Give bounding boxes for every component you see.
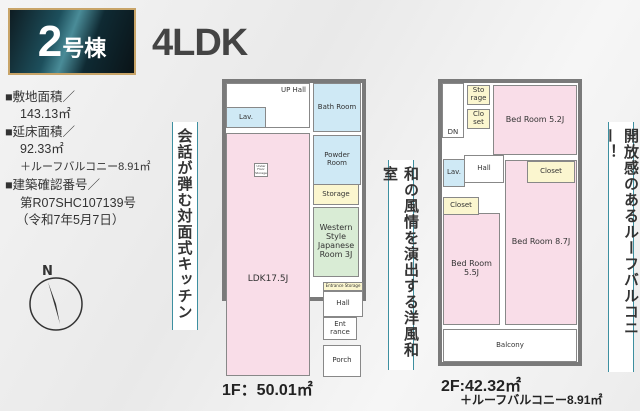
porch: Porch xyxy=(323,345,361,377)
floor2-roof-balcony: ＋ルーフバルコニー8.91㎡ xyxy=(460,393,603,407)
stairs: DN xyxy=(442,83,464,138)
site-area: 143.13㎡ xyxy=(20,107,71,121)
building-suffix: 号棟 xyxy=(62,36,107,62)
hall-1f: Hall xyxy=(323,291,363,317)
building-badge: 2 号棟 xyxy=(8,8,136,75)
japanese-room: Western Style Japanese Room 3J xyxy=(313,207,359,277)
layout-type: 4LDK xyxy=(152,22,248,64)
ldk: LDK17.5J xyxy=(226,133,310,376)
permit-number: 第R07SHC107139号 xyxy=(20,196,137,210)
floor-area: 92.33㎡ xyxy=(20,142,64,156)
balcony: Balcony xyxy=(443,329,577,362)
lavatory-2f: Lav. xyxy=(443,159,465,187)
hall-2f: Hall xyxy=(464,155,504,183)
callout-japanese-room: 和の風情を演出する洋風和室 xyxy=(381,160,420,370)
callout-roof-balcony: 開放感のあるルーフバルコニー！ xyxy=(601,122,640,372)
entrance: Ent rance xyxy=(323,317,357,340)
up-label: UP xyxy=(280,86,291,94)
toilet: Lav. xyxy=(226,107,266,128)
underfloor-storage: Under Floor Storage xyxy=(254,163,268,177)
building-number: 2 xyxy=(37,16,63,66)
compass: N xyxy=(26,264,86,334)
closet-2f-1: Clo set xyxy=(467,109,490,129)
bedroom-5-2: Bed Room 5.2J xyxy=(493,85,577,155)
compass-north-label: N xyxy=(42,264,53,279)
storage: Storage xyxy=(313,184,359,205)
callout-kitchen: 会話が弾む対面式キッチン xyxy=(172,122,198,330)
powder-room: Powder Room xyxy=(313,135,361,185)
permit-date: （令和7年5月7日） xyxy=(16,213,125,227)
floor2-area: 2F:42.32㎡ xyxy=(441,378,522,395)
entrance-storage: Entrance Storage xyxy=(323,282,363,291)
compass-icon xyxy=(29,277,83,331)
storage-2f: Sto rage xyxy=(467,85,490,105)
hall-label: Hall xyxy=(292,86,306,94)
closet-2f-2: Closet xyxy=(443,197,479,215)
bedroom-8-7: Bed Room 8.7J xyxy=(505,160,577,325)
permit-label: ■建築確認番号／ xyxy=(5,178,101,192)
site-area-label: ■敷地面積／ xyxy=(5,90,76,104)
bath-room: Bath Room xyxy=(313,83,361,132)
floor1-area: 1F：50.01㎡ xyxy=(222,382,313,399)
roof-balcony-area: ＋ルーフバルコニー8.91㎡ xyxy=(20,161,151,173)
closet-2f-3: Closet xyxy=(527,161,575,183)
bedroom-5-5: Bed Room 5.5J xyxy=(443,213,500,325)
floor-area-label: ■延床面積／ xyxy=(5,125,76,139)
